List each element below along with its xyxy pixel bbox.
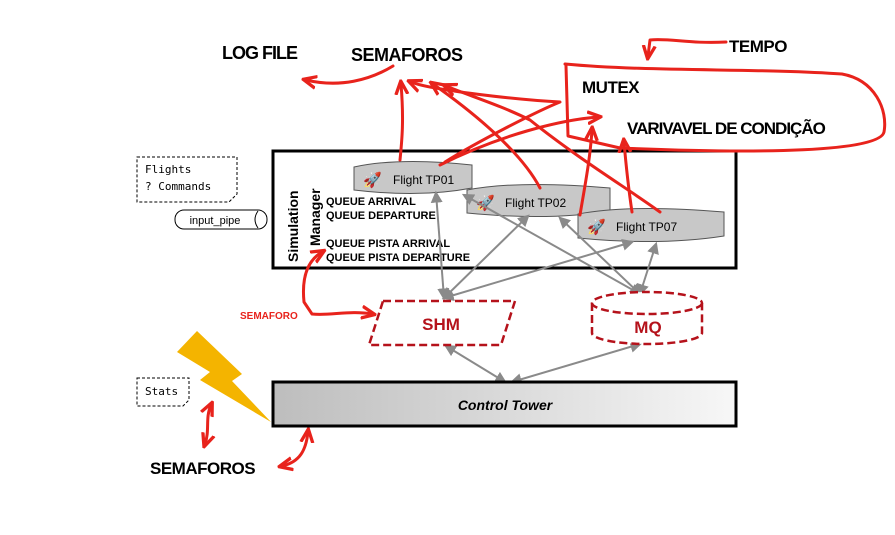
simulation-manager-label-line1: Simulation [285, 190, 301, 262]
flight-tp01-label: Flight TP01 [393, 173, 454, 187]
tempo-annotation: TEMPO [729, 37, 787, 56]
semaforos-top-annotation: SEMAFOROS [351, 45, 463, 65]
stats-note-label: Stats [145, 385, 178, 398]
arrow-mq-tp07 [637, 241, 659, 297]
queue-pista-arrival-label: QUEUE PISTA ARRIVAL [326, 238, 450, 250]
stats-note: Stats [136, 377, 190, 407]
shm-shared-memory: SHM [367, 299, 517, 347]
arrow-mq-tp02 [558, 216, 642, 296]
gray-connection-arrows [430, 190, 659, 386]
queue-pista-departure-label: QUEUE PISTA DEPARTURE [326, 252, 470, 264]
control-tower-label: Control Tower [458, 397, 554, 413]
simulation-manager-label-line2: Manager [307, 188, 323, 246]
input-pipe-label: input_pipe [190, 215, 241, 227]
varivavel-annotation: VARIVAVEL DE CONDIÇÃO [627, 118, 826, 138]
flight-tp01: 🚀 Flight TP01 [353, 160, 473, 195]
shm-label: SHM [422, 315, 460, 334]
mq-label: MQ [634, 318, 661, 337]
lightning-icon [177, 331, 271, 422]
semaforos-bottom-annotation: SEMAFOROS [150, 459, 255, 478]
semaforo-small-annotation: SEMAFORO [240, 311, 298, 322]
flights-commands-note: Flights ? Commands [136, 156, 238, 203]
flight-tp02-label: Flight TP02 [505, 196, 566, 210]
flights-note-line2: ? Commands [145, 180, 211, 193]
arrow-shm-tower [443, 344, 508, 384]
red-annotation-strokes [205, 38, 887, 466]
mq-message-queue: MQ [590, 290, 704, 346]
flight-tp07: 🚀 Flight TP07 [577, 207, 725, 243]
rocket-icon: 🚀 [587, 218, 606, 236]
input-pipe: input_pipe [174, 209, 268, 230]
control-tower: Control Tower [271, 380, 738, 428]
rocket-icon: 🚀 [363, 171, 382, 189]
flights-note-line1: Flights [145, 163, 191, 176]
mutex-annotation: MUTEX [582, 78, 640, 97]
queue-departure-label: QUEUE DEPARTURE [326, 210, 436, 222]
log-file-annotation: LOG FILE [222, 43, 298, 63]
queue-arrival-label: QUEUE ARRIVAL [326, 196, 416, 208]
arrow-mq-tower [509, 340, 643, 386]
flight-tp07-label: Flight TP07 [616, 220, 677, 234]
